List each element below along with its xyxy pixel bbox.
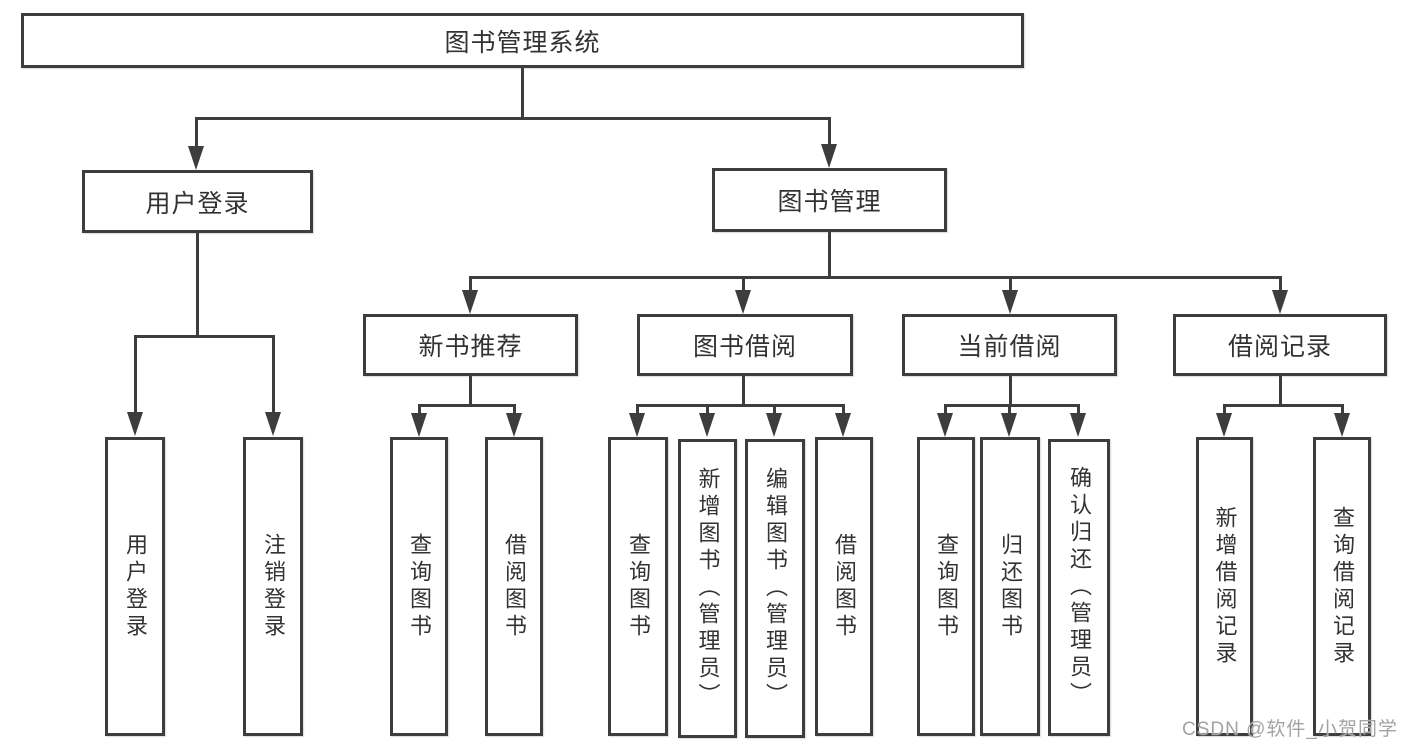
leaf-add-borrow-record: 新增借阅记录: [1196, 437, 1253, 736]
leaf-label: 新增图书（管理员）: [695, 467, 721, 710]
node-borrow-records: 借阅记录: [1173, 314, 1387, 376]
connector-drop: [842, 404, 845, 413]
leaf-query-borrow-record: 查询借阅记录: [1313, 437, 1371, 736]
leaf-query-books: 查询图书: [917, 437, 975, 736]
leaf-label: 用户登录: [123, 532, 148, 641]
node-label: 用户登录: [145, 189, 250, 218]
arrowhead-user-login: [188, 146, 204, 170]
leaf-label: 借阅图书: [832, 532, 857, 641]
node-label: 图书管理: [777, 188, 882, 216]
node-library-management-system: 图书管理系统: [21, 13, 1024, 68]
leaf-label: 查询图书: [934, 532, 959, 641]
leaf-label: 查询借阅记录: [1330, 505, 1355, 668]
connector-drop: [1008, 404, 1011, 413]
connector-currentborrow-rail: [944, 404, 1080, 407]
arrowhead-book-borrow: [735, 290, 751, 314]
leaf-confirm-return-admin: 确认归还（管理员）: [1048, 439, 1110, 736]
connector-drop-logout-leaf: [272, 335, 275, 412]
connector-drop-book-management: [828, 117, 831, 144]
connector-userlogin-rail: [134, 335, 275, 338]
leaf-label: 注销登录: [261, 532, 286, 641]
node-label: 新书推荐: [418, 333, 523, 361]
leaf-return-books: 归还图书: [980, 437, 1040, 736]
connector-bookmgmt-rail: [469, 276, 1282, 279]
connector-drop: [773, 404, 776, 413]
node-book-borrow: 图书借阅: [637, 314, 853, 376]
connector-bookborrow-stem: [742, 376, 745, 404]
arrowhead: [937, 413, 953, 437]
arrowhead-logout-leaf: [265, 412, 281, 436]
leaf-borrow-books: 借阅图书: [485, 437, 543, 736]
leaf-user-login: 用户登录: [105, 437, 165, 736]
leaf-query-books: 查询图书: [390, 437, 448, 736]
connector-drop: [513, 404, 516, 413]
connector-newbooks-stem: [469, 376, 472, 404]
connector-root-stem: [521, 68, 524, 117]
arrowhead-login-leaf: [127, 412, 143, 436]
node-label: 图书借阅: [692, 333, 797, 361]
connector-borrowrecords-rail: [1223, 404, 1343, 407]
connector-drop-current-borrow: [1009, 276, 1012, 290]
connector-currentborrow-stem: [1009, 376, 1012, 404]
arrowhead-book-management: [821, 144, 837, 168]
arrowhead: [766, 413, 782, 437]
node-current-borrow: 当前借阅: [902, 314, 1117, 376]
arrowhead: [1216, 413, 1232, 437]
arrowhead: [506, 413, 522, 437]
connector-root-rail: [196, 117, 830, 120]
connector-drop: [1077, 404, 1080, 413]
arrowhead: [411, 413, 427, 437]
connector-bookmgmt-stem: [828, 232, 831, 276]
connector-drop: [418, 404, 421, 413]
node-label: 图书管理系统: [444, 28, 601, 57]
leaf-logout: 注销登录: [243, 437, 303, 736]
leaf-label: 归还图书: [998, 532, 1023, 641]
arrowhead: [699, 413, 715, 437]
arrowhead: [835, 413, 851, 437]
leaf-label: 编辑图书（管理员）: [763, 467, 788, 710]
arrowhead: [1070, 413, 1086, 437]
connector-newbooks-rail: [418, 404, 516, 407]
arrowhead: [1001, 413, 1017, 437]
node-label: 借阅记录: [1227, 333, 1332, 361]
connector-drop-login-leaf: [134, 335, 137, 412]
connector-drop: [706, 404, 709, 413]
node-book-management: 图书管理: [712, 168, 947, 232]
leaf-label: 查询图书: [626, 532, 651, 641]
leaf-query-books: 查询图书: [608, 437, 668, 736]
leaf-add-books-admin: 新增图书（管理员）: [678, 439, 737, 738]
arrowhead-new-books: [462, 290, 478, 314]
arrowhead: [629, 413, 645, 437]
arrowhead-current-borrow: [1002, 290, 1018, 314]
leaf-label: 新增借阅记录: [1212, 505, 1238, 668]
connector-drop: [1341, 404, 1344, 413]
csdn-watermark: CSDN @软件_小贺同学: [1182, 719, 1398, 740]
connector-drop-user-login: [195, 117, 198, 146]
connector-borrowrecords-stem: [1279, 376, 1282, 404]
leaf-borrow-books: 借阅图书: [815, 437, 873, 736]
arrowhead: [1334, 413, 1350, 437]
connector-userlogin-stem: [196, 233, 199, 335]
leaf-label: 确认归还（管理员）: [1067, 466, 1092, 709]
connector-drop: [636, 404, 639, 413]
connector-drop: [1223, 404, 1226, 413]
leaf-label: 查询图书: [407, 532, 432, 641]
leaf-edit-books-admin: 编辑图书（管理员）: [745, 439, 805, 738]
node-label: 当前借阅: [957, 333, 1062, 361]
leaf-label: 借阅图书: [502, 532, 527, 641]
arrowhead-borrow-records: [1272, 290, 1288, 314]
connector-drop: [944, 404, 947, 413]
connector-drop-new-books: [469, 276, 472, 290]
connector-drop-borrow-records: [1279, 276, 1282, 290]
node-new-book-recommend: 新书推荐: [363, 314, 578, 376]
node-user-login: 用户登录: [82, 170, 313, 233]
connector-drop-book-borrow: [742, 276, 745, 290]
connector-bookborrow-rail: [636, 404, 844, 407]
